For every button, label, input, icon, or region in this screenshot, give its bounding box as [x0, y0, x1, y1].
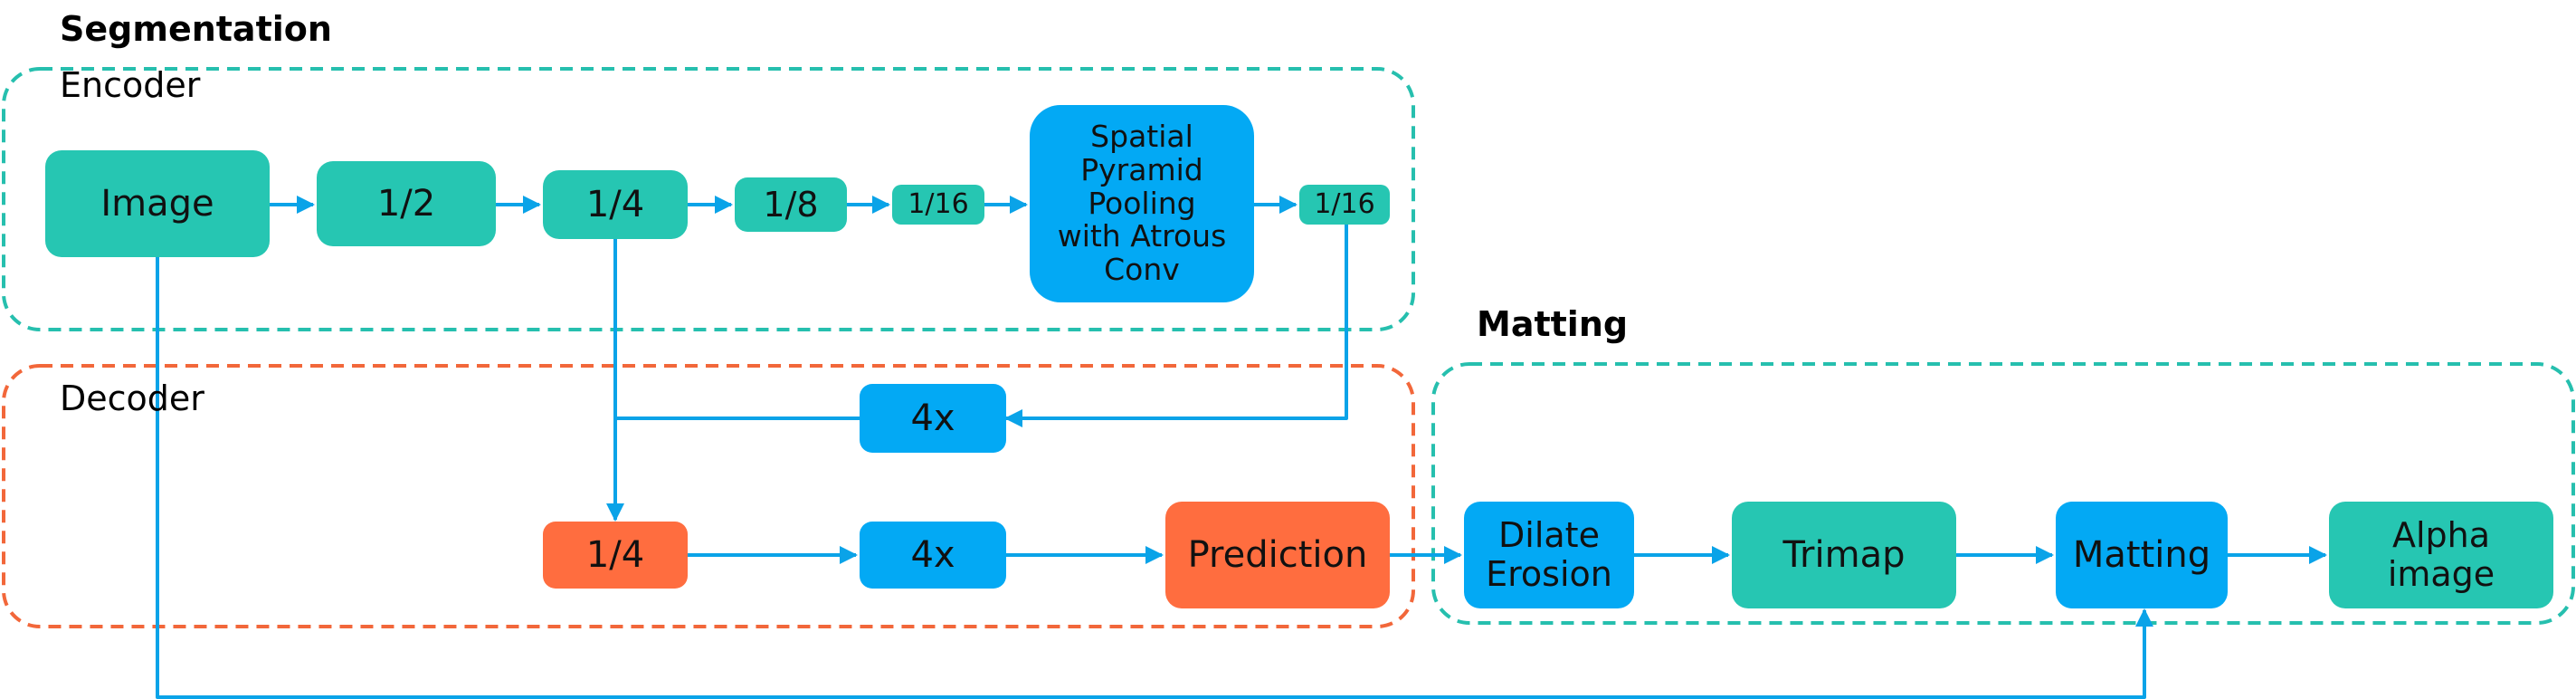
- node-image: Image: [45, 150, 270, 257]
- node-quarter: 1/4: [543, 170, 688, 239]
- matting-region: [1431, 362, 2575, 625]
- arrow-image-to-matting: [156, 257, 2153, 699]
- node-trimap: Trimap: [1732, 502, 1956, 608]
- node-sixteenth-b: 1/16: [1299, 185, 1390, 225]
- encoder-region: [2, 67, 1415, 331]
- node-up4-bottom: 4x: [860, 522, 1006, 589]
- section-title-matting: Matting: [1477, 304, 1629, 344]
- node-alpha-image: Alpha image: [2329, 502, 2553, 608]
- node-aspp: Spatial Pyramid Pooling with Atrous Conv: [1030, 105, 1254, 302]
- decoder-region: [2, 364, 1415, 628]
- node-half: 1/2: [317, 161, 496, 246]
- node-eighth: 1/8: [735, 177, 847, 232]
- node-decoder-quarter: 1/4: [543, 522, 688, 589]
- group-label-decoder: Decoder: [60, 378, 204, 418]
- section-title-segmentation: Segmentation: [60, 9, 332, 49]
- node-sixteenth-a: 1/16: [892, 185, 984, 225]
- group-label-encoder: Encoder: [60, 65, 201, 105]
- node-dilate-erosion: Dilate Erosion: [1464, 502, 1634, 608]
- node-matting: Matting: [2056, 502, 2228, 608]
- node-prediction: Prediction: [1165, 502, 1390, 608]
- arrow-sixteenth-to-up4: [1004, 225, 1348, 427]
- node-up4-top: 4x: [860, 384, 1006, 453]
